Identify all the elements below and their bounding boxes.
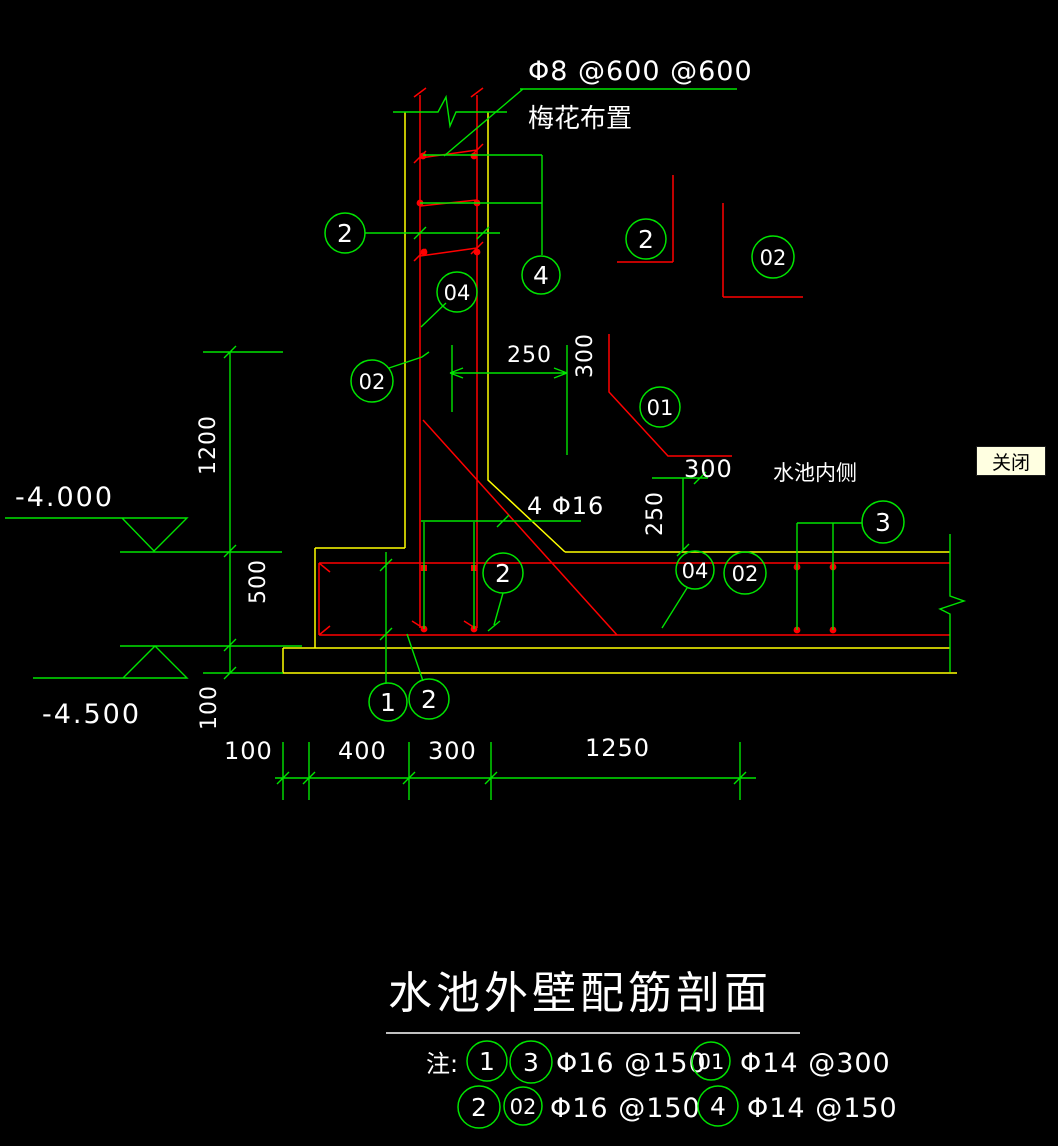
bar-02-shape [722,203,803,298]
note-ref-circle [457,1085,501,1129]
dim-250-wall [449,345,568,455]
callout-04-leader [420,302,447,328]
dim-100v-label: 100 [197,685,222,730]
callout-1-leader [379,552,393,683]
note-ref-circle [509,1040,553,1084]
slab-bars-3 [796,522,862,630]
top-rebar-label: Φ8 @600 @600 [528,56,753,87]
note-ref-circle [691,1041,731,1081]
note-ref: 2 [471,1093,487,1122]
callout-label: 02 [732,562,759,586]
callout-label: 1 [380,688,396,717]
dim-bar01 [652,471,708,557]
callout-label: 3 [875,508,891,537]
dim-300-label: 300 [428,737,477,765]
callout-label: 2 [421,685,437,714]
callout-label: 02 [359,370,386,394]
haunch-diagonal-bar [422,419,618,636]
callout-label: 2 [337,219,353,248]
bar-01-shape [608,334,732,457]
haunch-bars-label: 4 Φ16 [527,492,604,520]
wall-bar-leader [365,226,500,240]
note-ref: 01 [698,1050,725,1074]
callout-label: 02 [760,246,787,270]
note-ref: 02 [510,1095,537,1119]
callout-bubbles: 2 4 04 02 2 02 01 2 04 02 3 1 2 [324,212,905,722]
callout-circle [675,550,715,590]
level-mark-4500 [33,645,302,679]
callout-2-bottom-leader [406,633,424,682]
note-ref-circle [697,1085,739,1127]
slab-dowel-leader [487,592,504,632]
callout-label: 04 [682,559,709,583]
dim-500-label: 500 [246,559,271,604]
blinding-layer [282,648,957,674]
slab-04-leader [661,587,688,629]
dim-1200-label: 1200 [196,415,221,475]
wall-inner-face-haunch [487,112,566,553]
note-spec: Φ14 @300 [740,1048,891,1079]
notes-prefix: 注: [426,1050,458,1078]
note-spec: Φ14 @150 [747,1093,898,1124]
dim-400-label: 400 [338,737,387,765]
wall-break-line [393,94,507,129]
note-ref: 1 [479,1047,495,1076]
level-mark-4000 [5,517,282,553]
rebar-lines [318,87,950,636]
level-top-value: -4.000 [15,482,114,513]
callout-label: 04 [444,281,471,305]
annotation-text: Φ8 @600 @600 梅花布置 -4.000 -4.500 4 Φ16 水池… [15,56,857,765]
annotation-lines [5,88,967,800]
tie-leader [420,154,543,255]
callout-circle [861,500,905,544]
arrangement-label: 梅花布置 [528,104,632,134]
note-spec: Φ16 @150 [556,1048,707,1079]
callout-label: 2 [495,559,511,588]
tie-dot [473,248,481,256]
note-ref-circle [503,1086,543,1126]
callout-circle [368,682,408,722]
note-ref: 4 [710,1092,726,1121]
slab-dowels [421,514,581,629]
tie-dot [419,152,427,160]
callout-circle [639,386,681,428]
tie-dot [470,152,478,160]
dim-bottom-chain [275,742,756,800]
callout-circle [723,551,767,595]
level-bottom-value: -4.500 [42,699,141,730]
dim-1250-label: 1250 [585,734,650,762]
tie-dot [420,248,428,256]
note-ref: 3 [523,1048,539,1077]
dim-bar01-h-label: 300 [684,455,733,483]
bar-2-shape [617,175,674,263]
callout-label: 01 [647,396,674,420]
callout-circle [751,235,795,279]
dim-bar01-embed-label: 250 [643,491,668,536]
callout-circle [436,271,478,313]
top-label-leader [443,88,737,157]
callout-circle [625,218,667,260]
callout-circle [350,359,394,403]
callout-circle [324,212,366,254]
drawing-title: 水池外壁配筋剖面 [388,968,772,1019]
callout-label: 4 [533,261,549,290]
dim-250-label: 250 [507,343,552,368]
wall-bar-top-hooks [413,87,484,98]
callout-circle [482,552,524,594]
title-block: 水池外壁配筋剖面 注: 1 3 Φ16 @150 01 Φ14 @300 2 0… [386,968,898,1129]
note-spec: Φ16 @150 [550,1093,701,1124]
dim-300-wall-label: 300 [573,333,598,378]
tank-inner-side-label: 水池内侧 [773,461,857,485]
callout-02-leader [388,351,430,369]
slab-break-line [938,534,967,672]
note-ref-circle [466,1040,508,1082]
callout-circle [521,255,561,295]
slab-bar-end-hooks [318,562,331,636]
callout-circle [408,678,450,720]
close-button[interactable]: 关闭 [976,446,1046,476]
dim-left-chain [203,345,283,680]
callout-label: 2 [638,225,654,254]
dim-100-label: 100 [224,737,273,765]
